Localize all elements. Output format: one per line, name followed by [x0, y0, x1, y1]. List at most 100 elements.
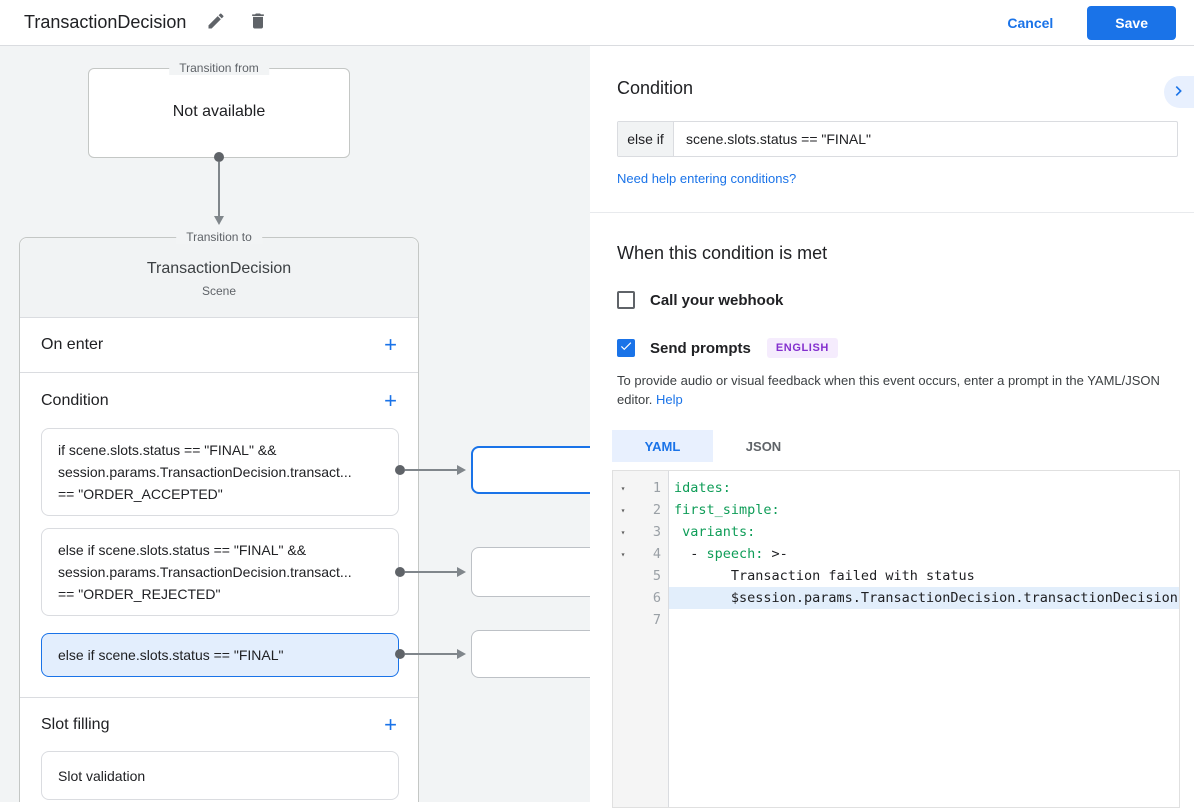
line-number: 2: [652, 502, 661, 518]
fold-arrow-icon[interactable]: ▾: [620, 483, 626, 493]
cancel-button[interactable]: Cancel: [1007, 14, 1054, 31]
editor-gutter-row[interactable]: ▾2: [613, 499, 668, 521]
editor-code[interactable]: idates: first_simple: variants: - speech:…: [669, 471, 1179, 807]
prompt-feedback-body: To provide audio or visual feedback when…: [617, 373, 1160, 407]
editor-gutter-row[interactable]: ▾1: [613, 477, 668, 499]
scene-title: TransactionDecision: [24, 12, 187, 32]
editor-gutter-row[interactable]: ▾3: [613, 521, 668, 543]
arrow-down-icon: [214, 216, 224, 225]
condition-section-label: Condition: [41, 391, 109, 409]
condition-card[interactable]: else if scene.slots.status == "FINAL" &&…: [41, 528, 399, 616]
connector-dot: [395, 649, 405, 659]
condition-detail-panel: Condition else if scene.slots.status == …: [590, 46, 1194, 808]
scene-graph-canvas: Transition from Not available Transition…: [0, 46, 590, 802]
delete-scene-button[interactable]: [240, 5, 276, 41]
connector-dot: [395, 465, 405, 475]
pencil-icon: [206, 11, 226, 34]
line-number: 5: [652, 568, 661, 584]
editor-gutter-row[interactable]: ▾4: [613, 543, 668, 565]
line-number: 3: [652, 524, 661, 540]
app-header: TransactionDecision Cancel Save: [0, 0, 1194, 46]
code-line[interactable]: $session.params.TransactionDecision.tran…: [669, 587, 1179, 609]
code-token: -: [674, 546, 707, 562]
panel-title: Condition: [617, 78, 694, 98]
tab-yaml[interactable]: YAML: [612, 430, 713, 462]
transition-target-node[interactable]: [471, 630, 590, 678]
condition-card[interactable]: else if scene.slots.status == "FINAL": [41, 633, 399, 677]
line-number: 1: [652, 480, 661, 496]
call-webhook-label: Call your webhook: [650, 291, 784, 309]
code-token: >-: [763, 546, 788, 562]
collapse-panel-button[interactable]: [1164, 76, 1194, 108]
editor-gutter-row[interactable]: 5: [613, 565, 668, 587]
transition-target-node[interactable]: [471, 547, 590, 597]
connector-line: [405, 469, 457, 471]
code-token: variants:: [682, 524, 756, 540]
help-link[interactable]: Help: [656, 392, 683, 407]
code-line[interactable]: idates:: [669, 477, 1179, 499]
code-line[interactable]: [669, 609, 1179, 631]
code-line[interactable]: Transaction failed with status: [669, 565, 1179, 587]
condition-section-header: Condition +: [20, 373, 418, 428]
arrow-right-icon: [457, 649, 466, 659]
condition-expression-input[interactable]: scene.slots.status == "FINAL": [686, 131, 872, 147]
fold-arrow-icon[interactable]: ▾: [620, 527, 626, 537]
slot-filling-section-header: Slot filling +: [20, 698, 418, 751]
add-condition-icon[interactable]: +: [384, 387, 397, 413]
transition-from-label: Transition from: [169, 61, 269, 75]
edit-scene-button[interactable]: [198, 5, 234, 41]
scene-card-header[interactable]: TransactionDecision Scene: [20, 238, 418, 318]
transition-to-label: Transition to: [176, 230, 262, 244]
add-slot-icon[interactable]: +: [384, 711, 397, 737]
line-number: 4: [652, 546, 661, 562]
connector-line: [405, 653, 457, 655]
checkmark-icon: [619, 339, 633, 358]
scene-card-subtitle: Scene: [201, 284, 237, 298]
fold-arrow-icon[interactable]: ▾: [620, 549, 626, 559]
slot-validation-card[interactable]: Slot validation: [41, 751, 399, 800]
connector-dot: [214, 152, 224, 162]
save-button[interactable]: Save: [1087, 5, 1176, 40]
code-line[interactable]: - speech: >-: [669, 543, 1179, 565]
transition-from-node[interactable]: Transition from Not available: [88, 61, 350, 158]
arrow-right-icon: [457, 465, 466, 475]
language-badge: ENGLISH: [766, 338, 838, 358]
condition-expression-row: else if scene.slots.status == "FINAL": [617, 121, 1178, 157]
when-condition-met-title: When this condition is met: [617, 243, 828, 263]
tab-json[interactable]: JSON: [745, 438, 782, 454]
send-prompts-label: Send prompts: [650, 339, 751, 357]
transition-target-node-selected[interactable]: [471, 446, 590, 494]
on-enter-section: On enter +: [20, 318, 418, 373]
panel-divider: [590, 212, 1194, 213]
arrow-right-icon: [457, 567, 466, 577]
on-enter-label: On enter: [41, 336, 104, 353]
conditions-help-link[interactable]: Need help entering conditions?: [617, 171, 797, 186]
code-token: Transaction failed with status: [674, 568, 975, 584]
editor-gutter-row[interactable]: 6: [613, 587, 668, 609]
add-on-enter-icon[interactable]: +: [384, 332, 397, 357]
call-webhook-checkbox[interactable]: [617, 291, 635, 309]
else-if-prefix: else if: [618, 122, 674, 156]
slot-validation-label: Slot validation: [58, 767, 146, 784]
chevron-right-icon: [1169, 81, 1189, 104]
code-token: [674, 524, 682, 540]
send-prompts-checkbox[interactable]: [617, 339, 635, 357]
line-number: 6: [652, 590, 661, 606]
code-token: $session.params.TransactionDecision.tran…: [674, 590, 1178, 606]
scene-card-title: TransactionDecision: [146, 260, 292, 277]
connector-line: [405, 571, 457, 573]
editor-gutter-row[interactable]: 7: [613, 609, 668, 631]
code-token: idates:: [674, 480, 731, 496]
send-prompts-option-row: Send prompts ENGLISH: [617, 338, 1178, 358]
prompt-feedback-text: To provide audio or visual feedback when…: [617, 371, 1178, 409]
code-line[interactable]: variants:: [669, 521, 1179, 543]
trash-icon: [248, 11, 268, 34]
code-line[interactable]: first_simple:: [669, 499, 1179, 521]
condition-card[interactable]: if scene.slots.status == "FINAL" && sess…: [41, 428, 399, 516]
webhook-option-row: Call your webhook: [617, 291, 1178, 309]
fold-arrow-icon[interactable]: ▾: [620, 505, 626, 515]
connector-line: [218, 162, 220, 216]
editor-tabs: YAML JSON: [612, 430, 1178, 462]
